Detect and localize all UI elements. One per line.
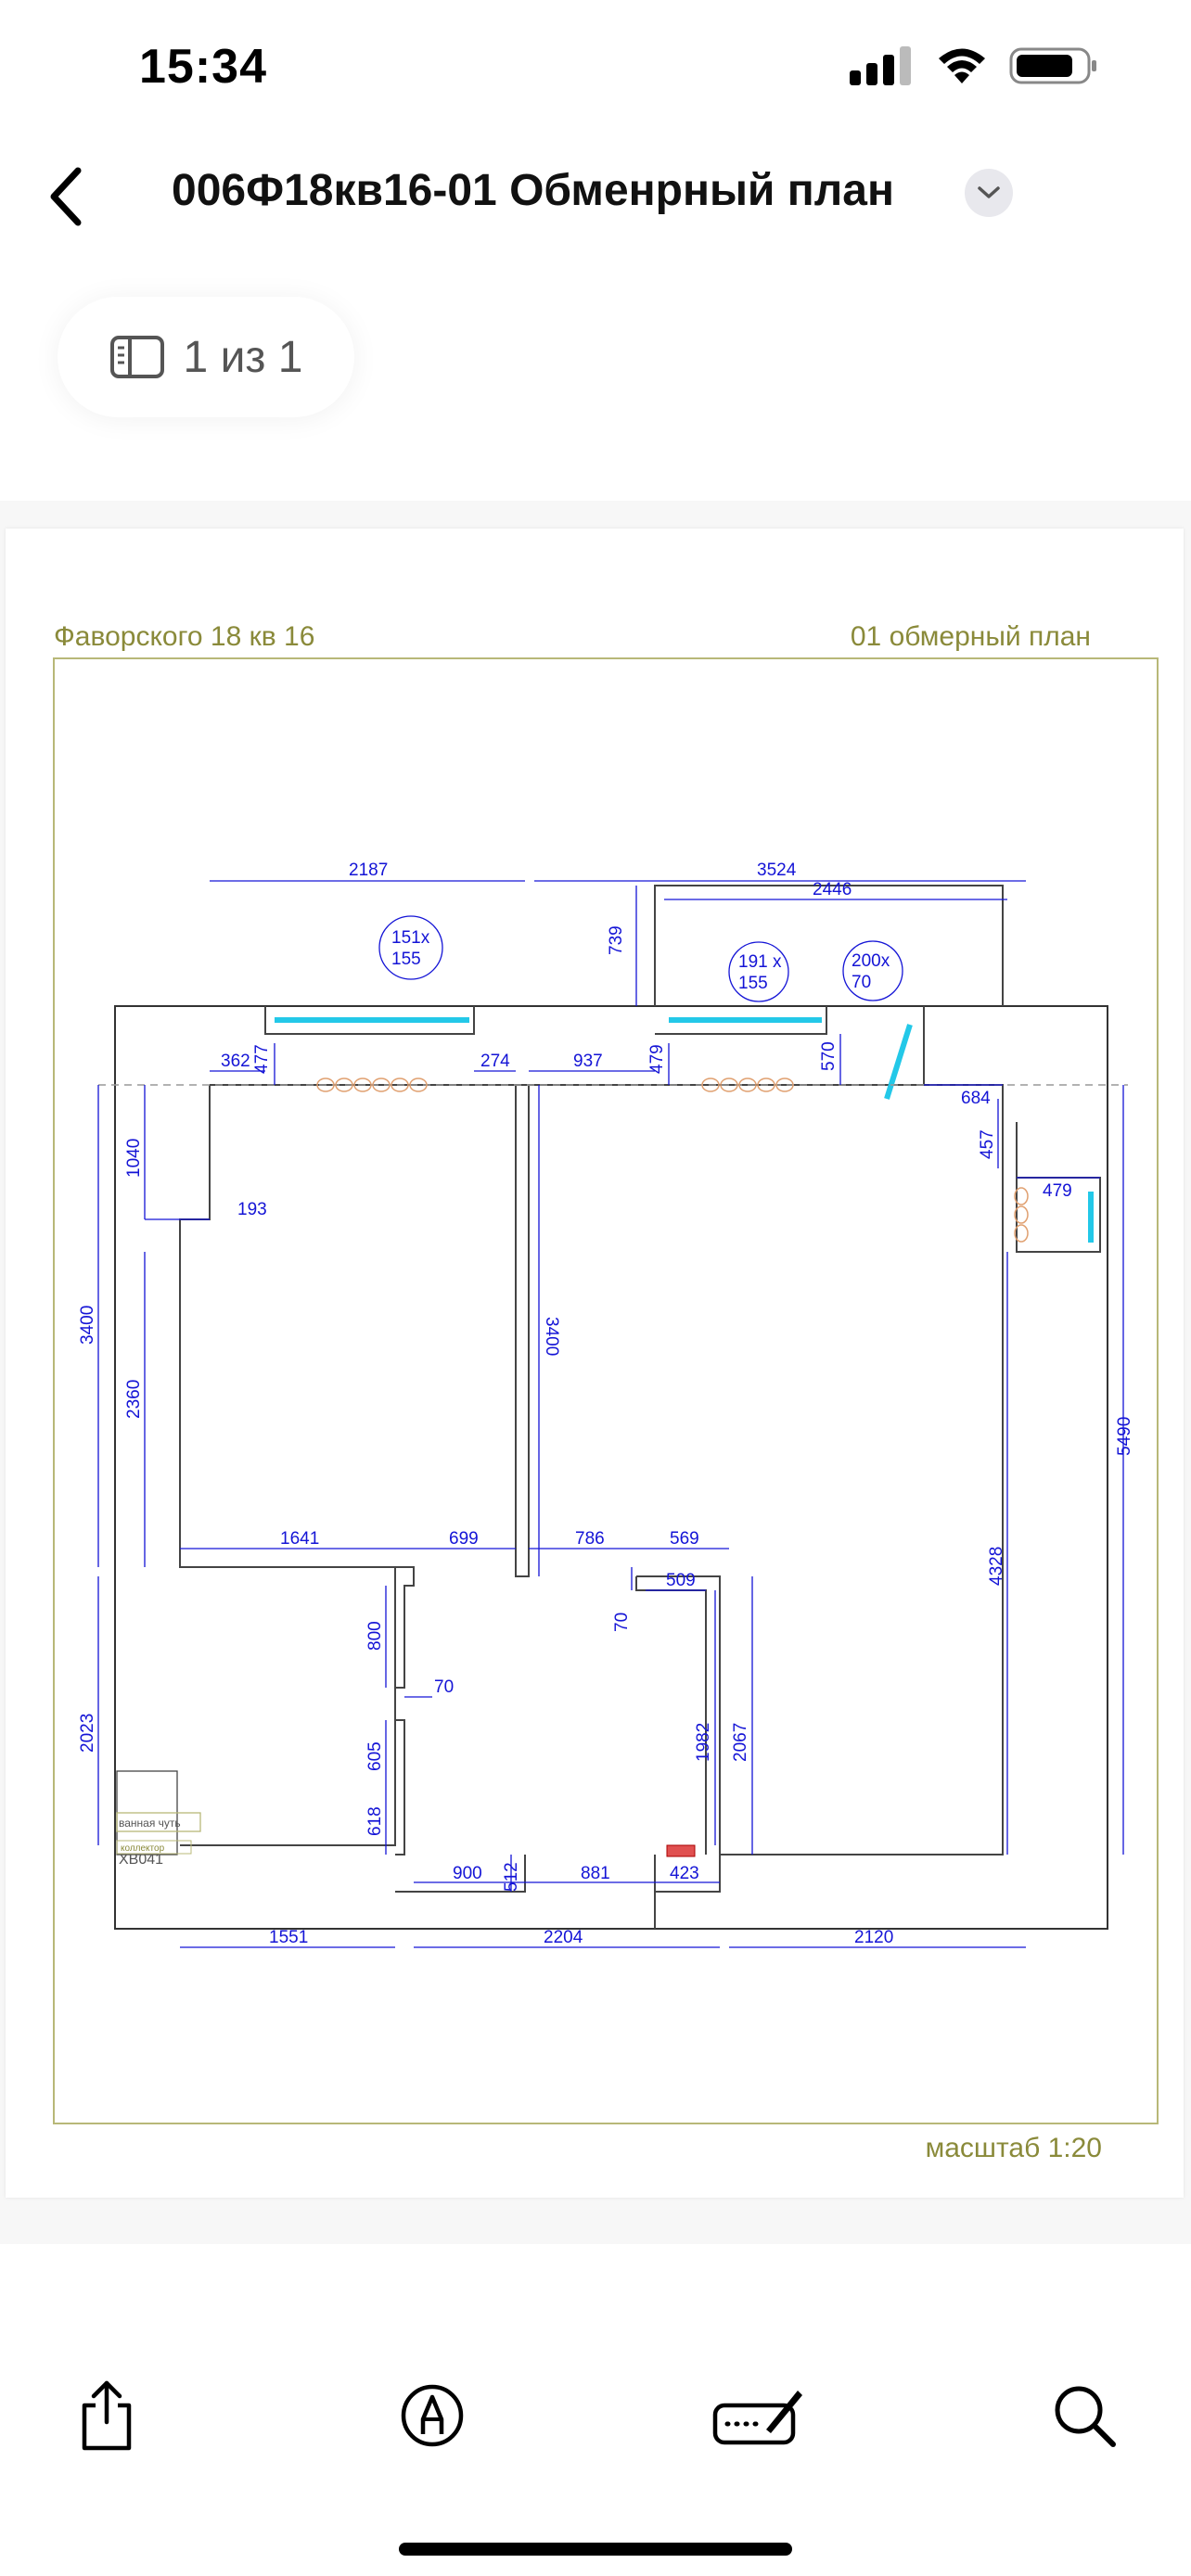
window-label-3-line1: 200x bbox=[852, 951, 890, 971]
dim-193: 193 bbox=[237, 1200, 267, 1219]
title-menu-button[interactable] bbox=[965, 169, 1013, 217]
window-label-2-line1: 191 x bbox=[738, 952, 782, 972]
dim-739: 739 bbox=[607, 925, 626, 955]
dim-786: 786 bbox=[575, 1529, 605, 1549]
nav-bar: 006Ф18кв16-01 Обменрный план bbox=[0, 139, 1191, 250]
window-label-2-line2: 155 bbox=[738, 974, 768, 993]
dim-2120: 2120 bbox=[854, 1928, 893, 1947]
fixture-label-xb: ХВ041 bbox=[119, 1852, 163, 1868]
floor-plan-drawing: 2187 3524 2446 739 477 479 570 684 362 2… bbox=[53, 657, 1159, 2124]
dim-569: 569 bbox=[670, 1529, 699, 1549]
dim-1982: 1982 bbox=[694, 1723, 713, 1762]
bottom-toolbar bbox=[0, 2346, 1191, 2485]
dim-881: 881 bbox=[581, 1864, 610, 1883]
pdf-page[interactable]: 2187 3524 2446 739 477 479 570 684 362 2… bbox=[6, 529, 1184, 2198]
sidebar-icon bbox=[109, 336, 164, 378]
status-icons bbox=[850, 46, 1098, 85]
dim-70-b: 70 bbox=[434, 1677, 454, 1697]
dim-618: 618 bbox=[365, 1806, 385, 1836]
dim-509: 509 bbox=[666, 1571, 696, 1590]
signature-button[interactable] bbox=[708, 2365, 810, 2467]
dim-800: 800 bbox=[365, 1621, 385, 1651]
search-icon bbox=[1055, 2386, 1116, 2447]
dim-457: 457 bbox=[978, 1129, 997, 1159]
chevron-left-icon bbox=[50, 167, 82, 226]
dim-1641: 1641 bbox=[280, 1529, 319, 1549]
dim-3400-b: 3400 bbox=[542, 1317, 561, 1356]
status-bar: 15:34 bbox=[0, 0, 1191, 139]
dim-699: 699 bbox=[449, 1529, 479, 1549]
dim-70-a: 70 bbox=[612, 1613, 632, 1632]
signature-icon bbox=[712, 2391, 802, 2445]
dim-1551: 1551 bbox=[269, 1928, 308, 1947]
home-indicator[interactable] bbox=[399, 2543, 792, 2556]
window-label-1-line1: 151x bbox=[391, 928, 430, 948]
dim-2446: 2446 bbox=[813, 880, 852, 899]
dim-2187: 2187 bbox=[349, 861, 388, 880]
fixture-label-collector: коллектор bbox=[121, 1843, 165, 1854]
dim-2023: 2023 bbox=[78, 1714, 97, 1753]
chevron-down-icon bbox=[978, 186, 1000, 198]
dim-2067: 2067 bbox=[731, 1723, 750, 1762]
status-time: 15:34 bbox=[139, 40, 267, 94]
dim-479-b: 479 bbox=[1043, 1181, 1072, 1201]
markup-button[interactable] bbox=[381, 2365, 483, 2467]
dim-423: 423 bbox=[670, 1864, 699, 1883]
window-label-3-line2: 70 bbox=[852, 973, 871, 992]
search-button[interactable] bbox=[1033, 2365, 1135, 2467]
dim-512: 512 bbox=[502, 1862, 521, 1892]
share-icon bbox=[82, 2380, 132, 2451]
dim-5490: 5490 bbox=[1115, 1417, 1134, 1456]
dim-2360: 2360 bbox=[124, 1380, 144, 1419]
fixture-label-fan: ванная чуть bbox=[119, 1817, 181, 1830]
dim-3400-a: 3400 bbox=[78, 1306, 97, 1345]
dim-4328: 4328 bbox=[987, 1547, 1006, 1586]
dim-477: 477 bbox=[252, 1044, 272, 1074]
page-counter-button[interactable]: 1 из 1 bbox=[58, 297, 354, 417]
dim-274: 274 bbox=[480, 1052, 510, 1071]
dim-1040: 1040 bbox=[124, 1139, 144, 1178]
dim-2204: 2204 bbox=[544, 1928, 583, 1947]
sheet-title-right: 01 обмерный план bbox=[850, 621, 1091, 652]
dim-605: 605 bbox=[365, 1741, 385, 1771]
sheet-scale-label: масштаб 1:20 bbox=[925, 2133, 1102, 2163]
back-button[interactable] bbox=[28, 159, 102, 234]
window-label-1-line2: 155 bbox=[391, 950, 421, 969]
dim-684: 684 bbox=[961, 1089, 991, 1108]
share-button[interactable] bbox=[56, 2365, 158, 2467]
cellular-signal-icon bbox=[850, 46, 911, 85]
dim-479-a: 479 bbox=[647, 1044, 667, 1074]
dim-900: 900 bbox=[453, 1864, 482, 1883]
document-viewer[interactable]: 2187 3524 2446 739 477 479 570 684 362 2… bbox=[0, 501, 1191, 2244]
wifi-icon bbox=[939, 48, 985, 83]
markup-icon bbox=[402, 2384, 464, 2447]
page-counter-label: 1 из 1 bbox=[183, 332, 303, 382]
dim-3524: 3524 bbox=[757, 861, 797, 880]
battery-icon bbox=[1009, 47, 1096, 84]
dim-937: 937 bbox=[573, 1052, 603, 1071]
document-title[interactable]: 006Ф18кв16-01 Обменрный план bbox=[172, 166, 894, 215]
dim-570: 570 bbox=[819, 1041, 839, 1071]
dim-362: 362 bbox=[221, 1052, 250, 1071]
sheet-title-left: Фаворского 18 кв 16 bbox=[54, 621, 315, 652]
